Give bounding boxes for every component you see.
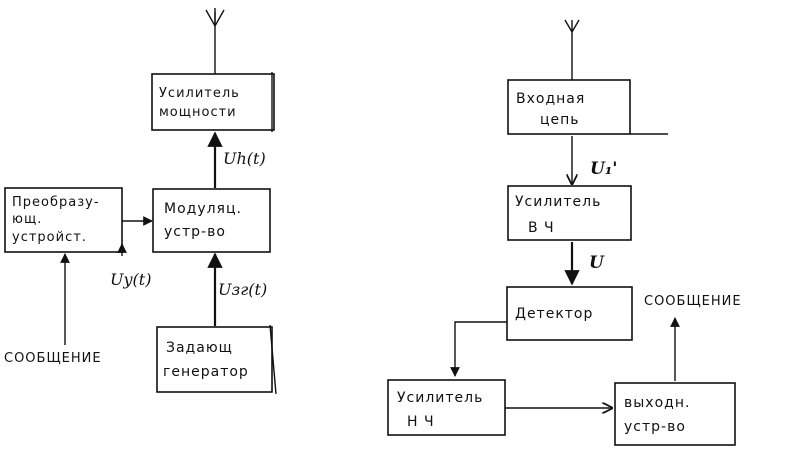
converter-label-2: ющ.: [12, 212, 42, 227]
output-device-block: выходн. устр-во: [614, 382, 736, 446]
power-amp-label-2: мощности: [159, 105, 237, 120]
rf-amp-label-2: В Ч: [528, 220, 555, 236]
master-oscillator-block: Задающ генератор: [156, 324, 277, 395]
receiver-antenna-icon: [564, 19, 580, 80]
signal-uh-label: Uh(t): [223, 149, 266, 168]
detector-label: Детектор: [515, 306, 593, 322]
signal-uzg-label: Uзг(t): [218, 280, 267, 299]
detector-block: Детектор: [506, 286, 633, 341]
input-circuit-label-2: цепь: [540, 112, 580, 128]
oscillator-label-1: Задающ: [166, 340, 233, 356]
af-amplifier-block: Усилитель Н Ч: [387, 379, 506, 436]
converter-label-1: Преобразу-: [12, 195, 100, 210]
af-amp-label-1: Усилитель: [397, 390, 483, 406]
converter-label-3: устройст.: [12, 230, 87, 245]
converter-block: Преобразу- ющ. устройст.: [4, 187, 123, 253]
modulator-label-1: Модуляц.: [164, 201, 242, 217]
arrow-detector-to-af-amp: [450, 321, 507, 377]
signal-u1-label: U₁': [590, 159, 617, 179]
input-circuit-label-1: Входная: [516, 91, 585, 107]
oscillator-label-2: генератор: [163, 364, 249, 380]
modulator-label-2: устр-во: [164, 224, 226, 240]
modulator-block: Модуляц. устр-во: [152, 188, 271, 253]
signal-u-label: U: [589, 253, 605, 273]
output-label-1: выходн.: [624, 395, 690, 411]
input-circuit-block: Входная цепь: [507, 79, 668, 135]
left-message-label: СООБЩЕНИЕ: [4, 351, 102, 366]
receiver-diagram: Входная цепь U₁' Усилитель В Ч U Детекто…: [387, 19, 742, 446]
signal-uy-label: Uy(t): [110, 270, 151, 289]
power-amp-label-1: Усилитель: [159, 86, 240, 101]
antenna-icon: [205, 8, 225, 74]
af-amp-label-2: Н Ч: [407, 414, 435, 430]
rf-amplifier-block: Усилитель В Ч: [507, 185, 632, 241]
power-amplifier-block: Усилитель мощности: [151, 72, 275, 132]
rf-amp-label-1: Усилитель: [515, 194, 601, 210]
output-label-2: устр-во: [624, 419, 686, 435]
right-message-label: СООБЩЕНИЕ: [644, 294, 742, 309]
transmitter-diagram: Усилитель мощности Uh(t) Модуляц. устр-в…: [4, 8, 277, 395]
